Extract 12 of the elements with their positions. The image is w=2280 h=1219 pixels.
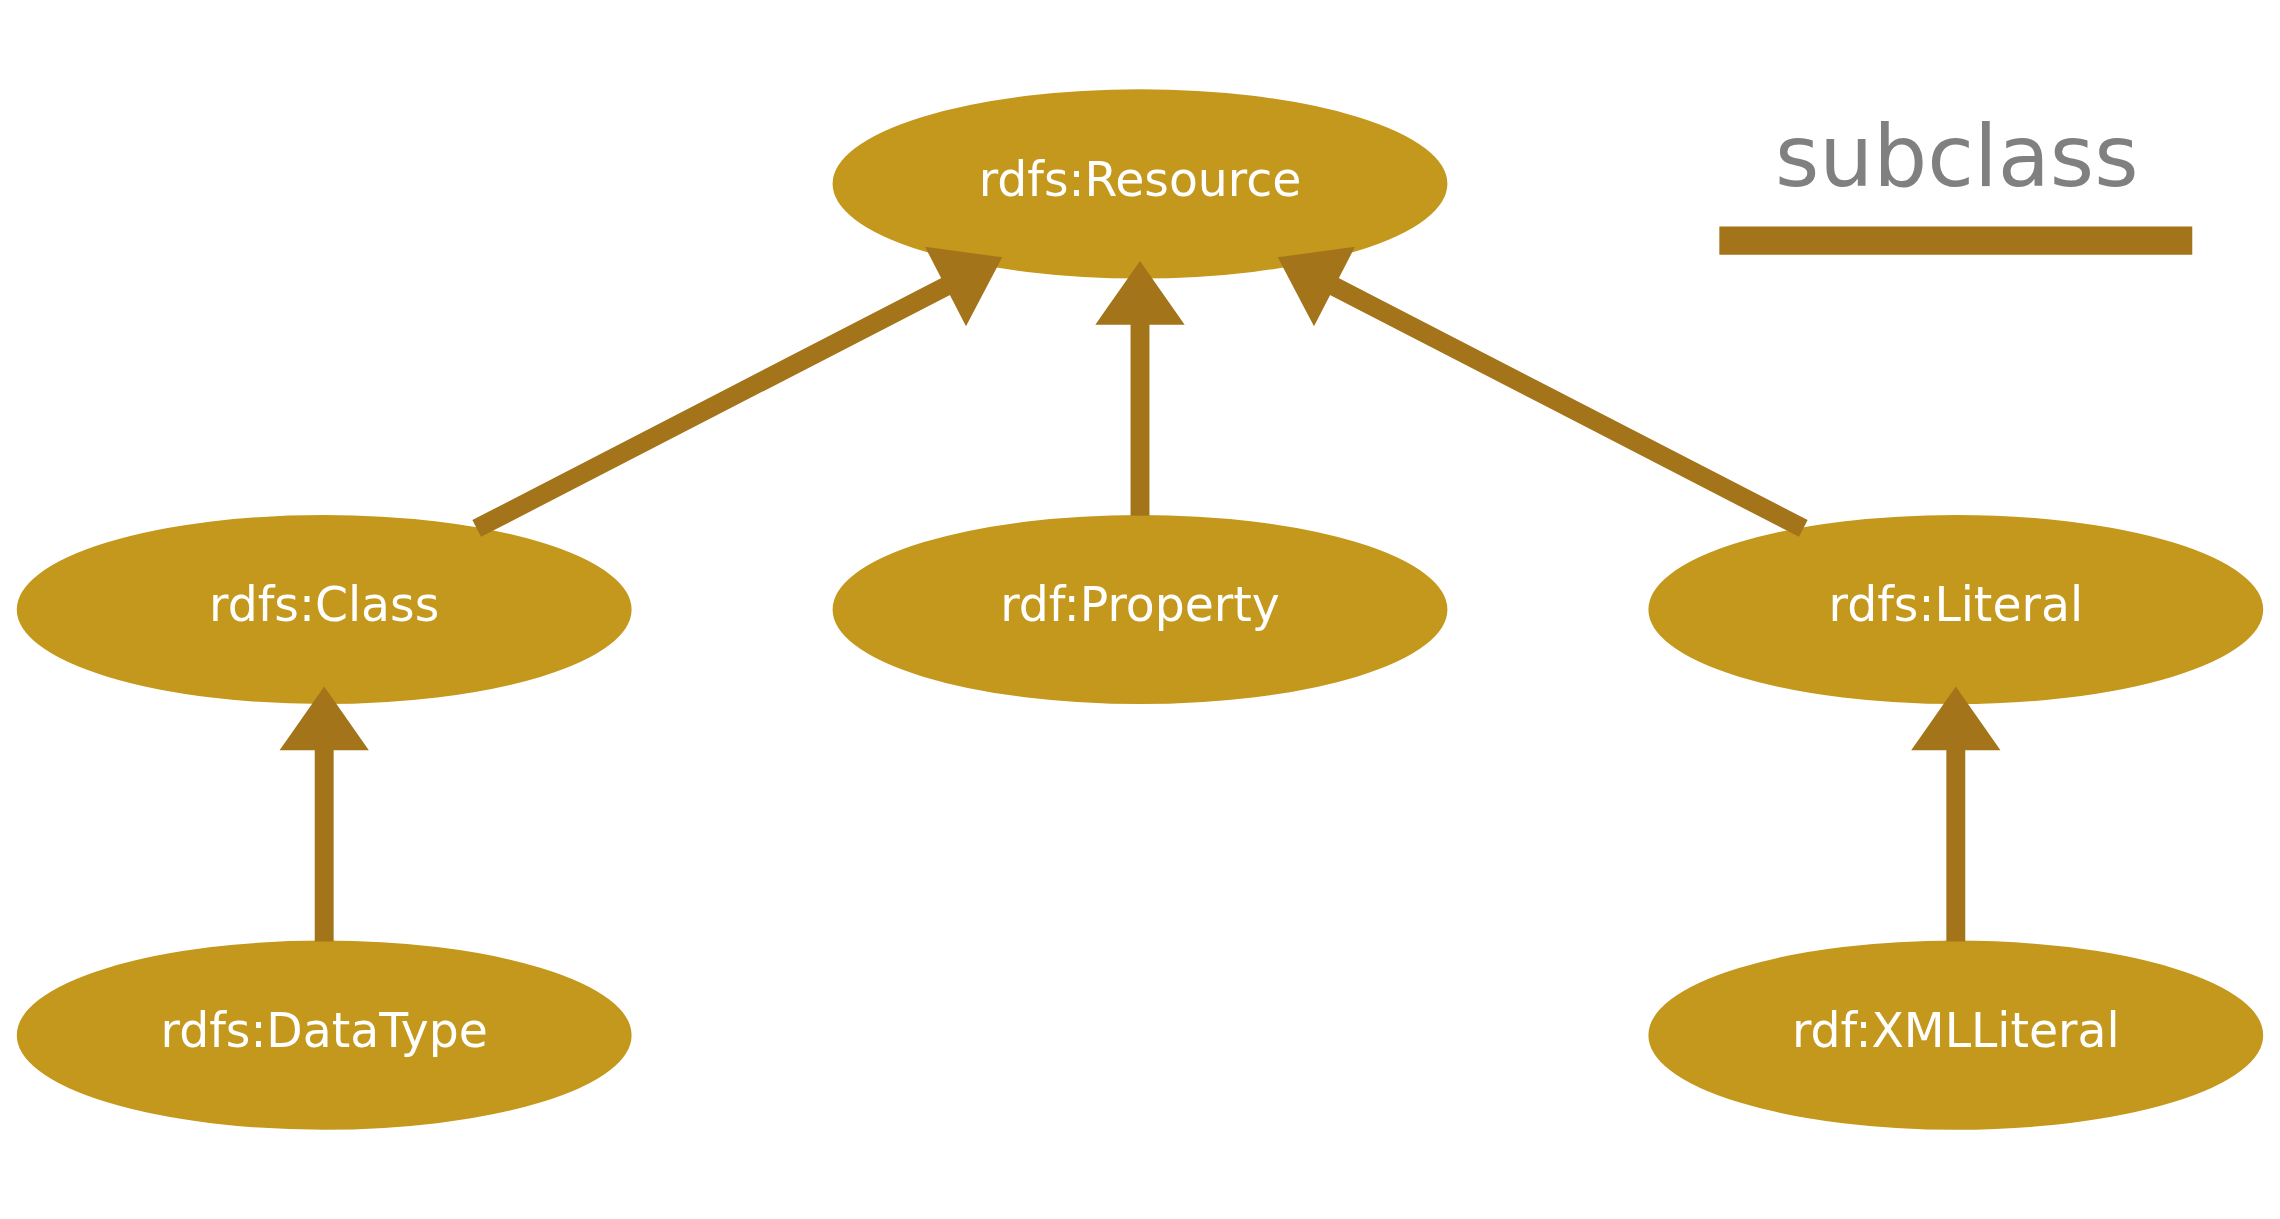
- node-ellipse: rdf:Property: [832, 514, 1448, 705]
- node-ellipse: rdfs:Resource: [832, 89, 1448, 279]
- arrow: [472, 246, 1003, 537]
- arrow: [1911, 686, 2001, 942]
- node-ellipse: rdfs:Literal: [1648, 514, 2264, 705]
- arrow: [1095, 260, 1185, 516]
- arrow: [279, 686, 369, 942]
- arrow: [1277, 246, 1808, 537]
- node-ellipse: rdfs:DataType: [16, 940, 632, 1130]
- node-ellipse: rdfs:Class: [16, 514, 632, 705]
- node-ellipse: rdf:XMLLiteral: [1648, 940, 2264, 1130]
- legend-label: subclass: [1774, 106, 2139, 206]
